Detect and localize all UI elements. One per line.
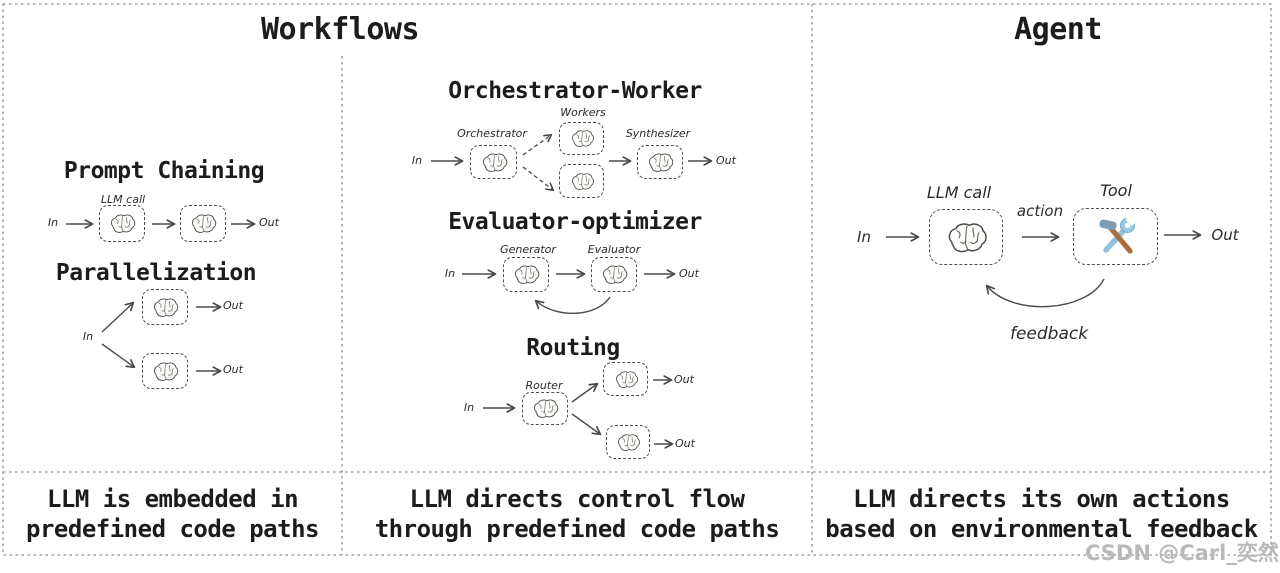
feedback-arrow [534,296,611,314]
caption-agent: LLM directs its own actions based on env… [812,472,1271,555]
arrow [101,301,135,333]
brain-icon [569,129,595,148]
caption-line: LLM directs control flow [409,484,745,513]
routing-title: Routing [526,335,620,361]
orchestrator-worker-title: Orchestrator-Worker [448,78,702,104]
caption-line: predefined code paths [26,514,319,543]
brain-icon [613,370,639,389]
hammer-wrench-icon [1094,215,1138,259]
prompt-chaining-llm-box-2 [180,205,226,242]
evaluator-optimizer-title: Evaluator-optimizer [448,209,702,235]
out-label: Out [259,216,279,229]
brain-icon [944,221,988,254]
parallelization-title: Parallelization [55,260,257,286]
action-label: action [1016,202,1064,220]
feedback-label: feedback [1009,324,1089,344]
prompt-chaining-llm-box-1 [99,205,145,242]
llm-call-label: LLM call [100,193,146,206]
generator-box [503,257,549,292]
brain-icon [480,152,508,173]
brain-icon [512,264,540,285]
arrow [522,133,553,156]
brain-icon [615,433,641,452]
router-label: Router [525,379,563,392]
worker-box-bottom [559,164,604,198]
caption-line: based on environmental feedback [825,514,1258,543]
in-label: In [444,267,456,280]
worker-box-top [559,122,604,155]
caption-control-flow: LLM directs control flow through predefi… [342,472,812,555]
orchestrator-label: Orchestrator [457,127,527,140]
brain-icon [151,361,179,382]
brain-icon [189,213,217,234]
out-label: Out [223,363,243,376]
out-label: Out [223,299,243,312]
routing-llm-box-top [603,362,648,396]
workflows-title: Workflows [260,12,420,47]
csdn-watermark: CSDN @Carl_奕然 [1085,541,1279,565]
out-label: Out [679,267,699,280]
prompt-chaining-title: Prompt Chaining [63,158,265,184]
feedback-arrow [985,278,1105,308]
brain-icon [600,264,628,285]
caption-line: through predefined code paths [374,514,780,543]
brain-icon [569,172,595,191]
agent-title: Agent [1014,12,1102,47]
in-label: In [857,228,871,246]
out-label: Out [674,373,694,386]
caption-prompt-chaining: LLM is embedded in predefined code paths [3,472,342,555]
arrow [101,343,136,369]
arrow [522,166,555,192]
llm-call-label: LLM call [926,183,992,202]
brain-icon [531,398,559,419]
in-label: In [47,216,59,229]
synthesizer-box [637,145,683,179]
arrow [571,382,599,403]
evaluator-box [591,257,637,292]
caption-line: LLM is embedded in [46,484,299,513]
workers-label: Workers [560,106,606,119]
tool-label: Tool [1100,181,1132,200]
dashed-arrows [522,133,555,192]
caption-line: LLM directs its own actions [853,484,1230,513]
out-label: Out [716,154,736,167]
parallelization-llm-box-top [142,289,188,325]
synthesizer-label: Synthesizer [625,127,691,140]
generator-label: Generator [500,243,556,256]
brain-icon [646,152,674,173]
routing-llm-box-bottom [606,425,650,459]
brain-icon [151,297,179,318]
in-label: In [463,401,475,414]
brain-icon [108,213,136,234]
agent-tool-box [1073,208,1158,265]
parallelization-llm-box-bottom [142,353,188,389]
arrow [571,413,602,436]
agent-llm-box [929,209,1003,265]
orchestrator-box [470,145,517,179]
router-box [522,392,568,425]
out-label: Out [675,437,695,450]
out-label: Out [1211,226,1239,244]
in-label: In [411,154,423,167]
evaluator-label: Evaluator [587,243,641,256]
in-label: In [82,330,94,343]
